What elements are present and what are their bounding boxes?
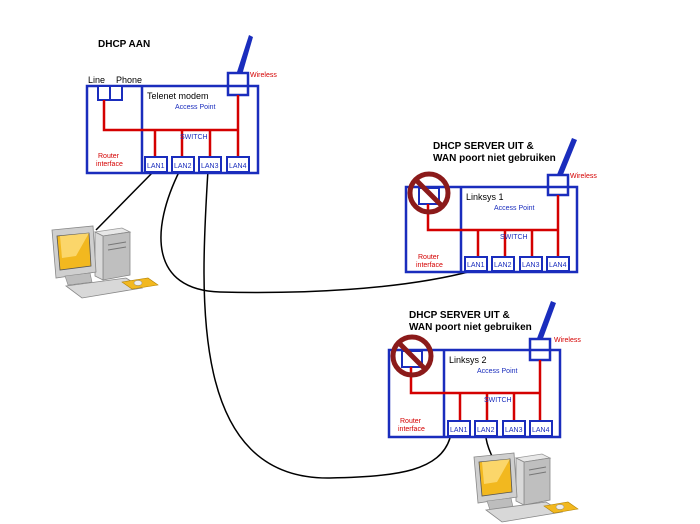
- wireless-module: [226, 71, 250, 97]
- antenna-icon: [236, 35, 253, 75]
- cable-modem-lan2-to-linksys1: [160, 169, 473, 294]
- lan2-label: LAN2: [494, 262, 512, 269]
- antenna-icon: [556, 138, 577, 177]
- router-interface-label: Router: [98, 153, 120, 160]
- linksys1-lan-ports: LAN1 LAN2 LAN3 LAN4: [464, 256, 570, 272]
- switch-label: SWITCH: [484, 397, 512, 404]
- lan3-label: LAN3: [505, 427, 523, 434]
- wireless-label: Wireless: [554, 337, 581, 344]
- telenet-modem: Wireless Line Phone Telenet modem Access…: [85, 35, 277, 175]
- phone-port: [109, 85, 123, 101]
- router-interface-label-2: interface: [96, 161, 123, 168]
- linksys-1: DHCP SERVER UIT & WAN poort niet gebruik…: [404, 138, 597, 274]
- lan3-port: [198, 156, 222, 173]
- phone-label: Phone: [116, 75, 142, 85]
- cable-modem-lan3-to-linksys2: [203, 169, 451, 479]
- lan1-port: [447, 420, 471, 437]
- access-point-label: Access Point: [175, 104, 216, 111]
- cable-modem-lan1-to-pc1: [95, 169, 156, 231]
- router-interface-label-2: interface: [398, 426, 425, 433]
- linksys-2: DHCP SERVER UIT & WAN poort niet gebruik…: [387, 301, 581, 439]
- line-label: Line: [88, 75, 105, 85]
- forbidden-icon: [407, 171, 451, 215]
- wireless-module: [546, 173, 570, 197]
- wireless-label: Wireless: [250, 72, 277, 79]
- linksys2-heading-line1: DHCP SERVER UIT &: [409, 310, 510, 321]
- lan2-label: LAN2: [174, 163, 192, 170]
- lan2-port: [171, 156, 195, 173]
- lan3-port: [519, 256, 543, 272]
- line-port: [97, 85, 111, 101]
- linksys2-heading-line2: WAN poort niet gebruiken: [409, 322, 532, 333]
- linksys1-heading-line1: DHCP SERVER UIT &: [433, 141, 534, 152]
- lan4-label: LAN4: [549, 262, 567, 269]
- router-interface-label: Router: [400, 418, 422, 425]
- lan1-label: LAN1: [147, 163, 165, 170]
- router-interface-label-2: interface: [416, 262, 443, 269]
- lan2-port: [474, 420, 498, 437]
- lan2-label: LAN2: [477, 427, 495, 434]
- router-interface-label: Router: [418, 254, 440, 261]
- network-cables: [95, 169, 496, 479]
- lan1-port: [464, 256, 488, 272]
- lan1-label: LAN1: [450, 427, 468, 434]
- linksys2-lan-ports: LAN1 LAN2 LAN3 LAN4: [447, 420, 553, 437]
- desktop-computer-icon: [473, 452, 579, 523]
- modem-lan-ports: LAN1 LAN2 LAN3 LAN4: [144, 156, 250, 173]
- switch-label: SWITCH: [500, 234, 528, 241]
- desktop-computer-icon: [51, 225, 159, 299]
- access-point-label: Access Point: [494, 205, 535, 212]
- access-point-label: Access Point: [477, 368, 518, 375]
- forbidden-icon: [390, 334, 434, 378]
- lan1-label: LAN1: [467, 262, 485, 269]
- diagram-title: DHCP AAN: [98, 39, 150, 50]
- lan3-label: LAN3: [201, 163, 219, 170]
- wireless-label: Wireless: [570, 173, 597, 180]
- lan4-label: LAN4: [229, 163, 247, 170]
- switch-label: SWITCH: [180, 134, 208, 141]
- lan3-port: [502, 420, 526, 437]
- lan4-port: [546, 256, 570, 272]
- lan3-label: LAN3: [522, 262, 540, 269]
- linksys1-heading-line2: WAN poort niet gebruiken: [433, 153, 556, 164]
- modem-name: Telenet modem: [147, 91, 209, 101]
- antenna-icon: [536, 301, 556, 341]
- lan1-port: [144, 156, 168, 173]
- lan2-port: [491, 256, 515, 272]
- linksys1-name: Linksys 1: [466, 192, 504, 202]
- lan4-label: LAN4: [532, 427, 550, 434]
- lan4-port: [529, 420, 553, 437]
- lan4-port: [226, 156, 250, 173]
- linksys2-name: Linksys 2: [449, 355, 487, 365]
